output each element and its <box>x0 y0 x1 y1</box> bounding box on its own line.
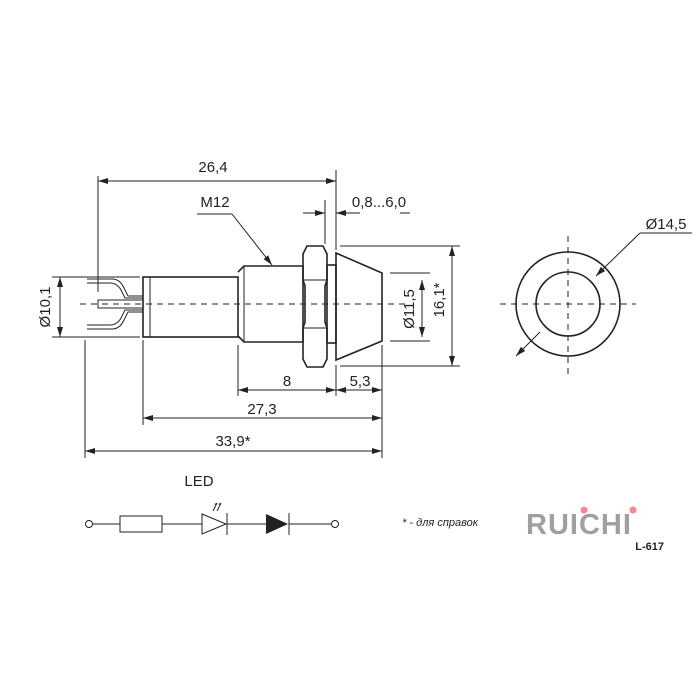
dim-26-4: 26,4 <box>198 159 227 176</box>
dim-thread-length: 8 <box>283 373 291 390</box>
dim-lens-length: 5,3 <box>350 373 371 390</box>
body <box>142 245 383 368</box>
dimension-lines <box>57 178 455 454</box>
front-view: Ø14,5 <box>500 216 692 374</box>
dim-body-diameter: Ø10,1 <box>37 287 54 328</box>
led-symbol <box>201 513 228 535</box>
dim-body-length: 27,3 <box>247 401 276 418</box>
dim-total-length: 33,9* <box>215 433 250 450</box>
extension-lines <box>52 170 460 458</box>
resistor-symbol <box>119 515 163 533</box>
dim-panel-thickness: 0,8...6,0 <box>352 194 406 211</box>
dim-thread: M12 <box>200 194 229 211</box>
schematic-label: LED <box>184 473 213 490</box>
reference-note: * - для справок <box>402 517 479 529</box>
dim-lens-diameter: Ø11,5 <box>401 289 418 329</box>
model-number: L-617 <box>635 541 664 553</box>
dim-nut-height: 16,1* <box>431 282 448 317</box>
dim-front-diameter: Ø14,5 <box>646 216 687 233</box>
brand-logo: RUICHI <box>526 509 632 541</box>
ruichi-logo: RUICHI L-617 <box>526 506 664 553</box>
led-schematic: LED <box>85 473 339 535</box>
diode-symbol <box>266 514 288 534</box>
